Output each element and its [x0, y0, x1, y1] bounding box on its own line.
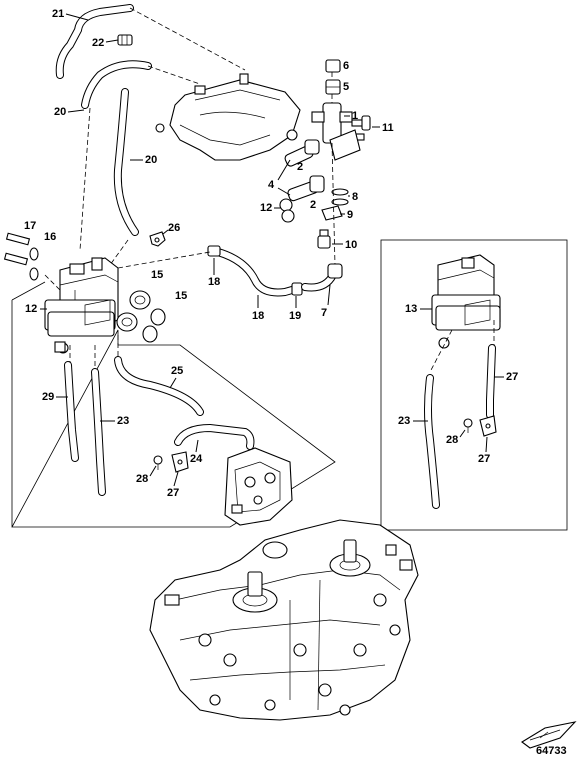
screw-28-left [153, 455, 163, 470]
callout-9: 10 [345, 239, 357, 251]
bracket-1 [329, 129, 361, 161]
hose-24 [174, 423, 255, 450]
manifold-left [224, 447, 293, 526]
hose-6 [301, 263, 343, 292]
fitting-4 [325, 79, 341, 95]
washer-8 [321, 205, 343, 221]
callout-10: 11 [382, 122, 394, 134]
clip-27-left [171, 451, 189, 473]
fitting-1 [311, 102, 353, 144]
callout-3: 4 [268, 179, 275, 191]
grommet-14 [142, 308, 166, 343]
hose-21 [55, 4, 134, 79]
callout-27-right: 27 [478, 453, 490, 465]
callout-21: 21 [52, 8, 64, 20]
o-ring-7 [331, 188, 349, 206]
clip-27-top [149, 231, 166, 247]
bolt-16 [3, 232, 31, 266]
callout-7: 8 [352, 191, 358, 203]
callout-8: 9 [347, 209, 353, 221]
hose-26 [486, 344, 496, 419]
callout-18a: 18 [208, 276, 220, 288]
callout-29: 29 [42, 391, 54, 403]
callout-12-left: 12 [25, 303, 37, 315]
callout-23-right: 23 [398, 415, 410, 427]
fitting-5 [325, 59, 341, 73]
grommet-13 [116, 290, 151, 332]
fitting-9 [317, 229, 331, 249]
callout-26: 27 [506, 371, 518, 383]
callout-28-left: 28 [136, 473, 148, 485]
washer-15 [29, 247, 39, 281]
callout-27-left: 27 [167, 487, 179, 499]
callout-17: 18 [252, 310, 264, 322]
figure-id: 64733 [536, 745, 567, 757]
screw-11 [279, 198, 295, 223]
clamp-22 [117, 34, 133, 46]
hose-20 [113, 88, 139, 236]
callouts: 21 22 6 5 1 20 11 20 2 4 8 2 12 9 17 26 … [24, 8, 518, 499]
hose-25 [114, 356, 204, 416]
callout-20: 20 [145, 154, 157, 166]
callout-5: 6 [343, 60, 349, 72]
callout-2b: 2 [310, 199, 316, 211]
fuel-pump-12-right [431, 254, 501, 349]
callout-27-top: 26 [168, 222, 180, 234]
fuel-pump-12-left [44, 257, 119, 354]
callout-11: 12 [260, 202, 272, 214]
inset-frame-right [380, 239, 568, 531]
callout-19: 20 [54, 106, 66, 118]
callout-25: 25 [171, 365, 183, 377]
callout-16: 17 [24, 220, 36, 232]
powerhead-block [149, 519, 419, 721]
callout-18b: 19 [289, 310, 301, 322]
callout-12-right: 13 [405, 303, 417, 315]
elbow-2-upper [284, 139, 320, 167]
elbow-2-lower [287, 175, 325, 202]
vapor-cover [155, 73, 301, 161]
callout-1: 1 [352, 110, 358, 122]
hose-23-right [424, 374, 440, 509]
callout-13: 15 [151, 269, 163, 281]
hose-23-left [91, 368, 106, 496]
clamp-18a [207, 245, 221, 257]
callout-14: 15 [175, 290, 187, 302]
boat-orientation-icon [521, 721, 577, 749]
callout-28-right: 28 [446, 434, 458, 446]
hose-17 [214, 248, 296, 297]
hose-19 [81, 60, 152, 109]
clamp-18b [291, 282, 303, 296]
hose-29 [64, 361, 79, 462]
clip-27-right [479, 415, 497, 437]
screw-28-right [463, 418, 473, 433]
callout-24: 24 [190, 453, 203, 465]
callout-22: 22 [92, 37, 104, 49]
callout-2a: 2 [297, 161, 303, 173]
callout-6: 7 [321, 307, 327, 319]
callout-15: 16 [44, 231, 56, 243]
callout-4: 5 [343, 81, 349, 93]
callout-23-left: 23 [117, 415, 129, 427]
